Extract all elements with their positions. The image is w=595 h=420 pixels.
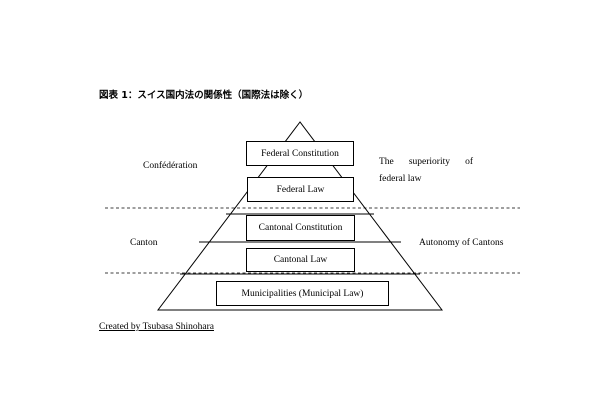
- superiority-line2: federal law: [379, 174, 422, 184]
- cantonal-law-box: Cantonal Law: [246, 248, 355, 272]
- federal-constitution-box: Federal Constitution: [246, 141, 354, 166]
- canton-label: Canton: [130, 238, 158, 248]
- credit-line: Created by Tsubasa Shinohara: [99, 322, 214, 332]
- pyramid-outline: [156, 121, 444, 311]
- superiority-word: of: [465, 157, 473, 167]
- autonomy-label: Autonomy of Cantons: [419, 238, 504, 248]
- municipalities-box: Municipalities (Municipal Law): [216, 281, 389, 306]
- federal-law-box: Federal Law: [247, 177, 354, 202]
- confederation-label: Confédération: [143, 161, 198, 171]
- superiority-word: The: [379, 157, 394, 167]
- cantonal-constitution-box: Cantonal Constitution: [246, 215, 355, 241]
- figure-title: 図表 1：スイス国内法の関係性（国際法は除く）: [99, 90, 309, 101]
- superiority-annotation: The superiority of federal law: [379, 154, 473, 188]
- superiority-word: superiority: [408, 157, 451, 167]
